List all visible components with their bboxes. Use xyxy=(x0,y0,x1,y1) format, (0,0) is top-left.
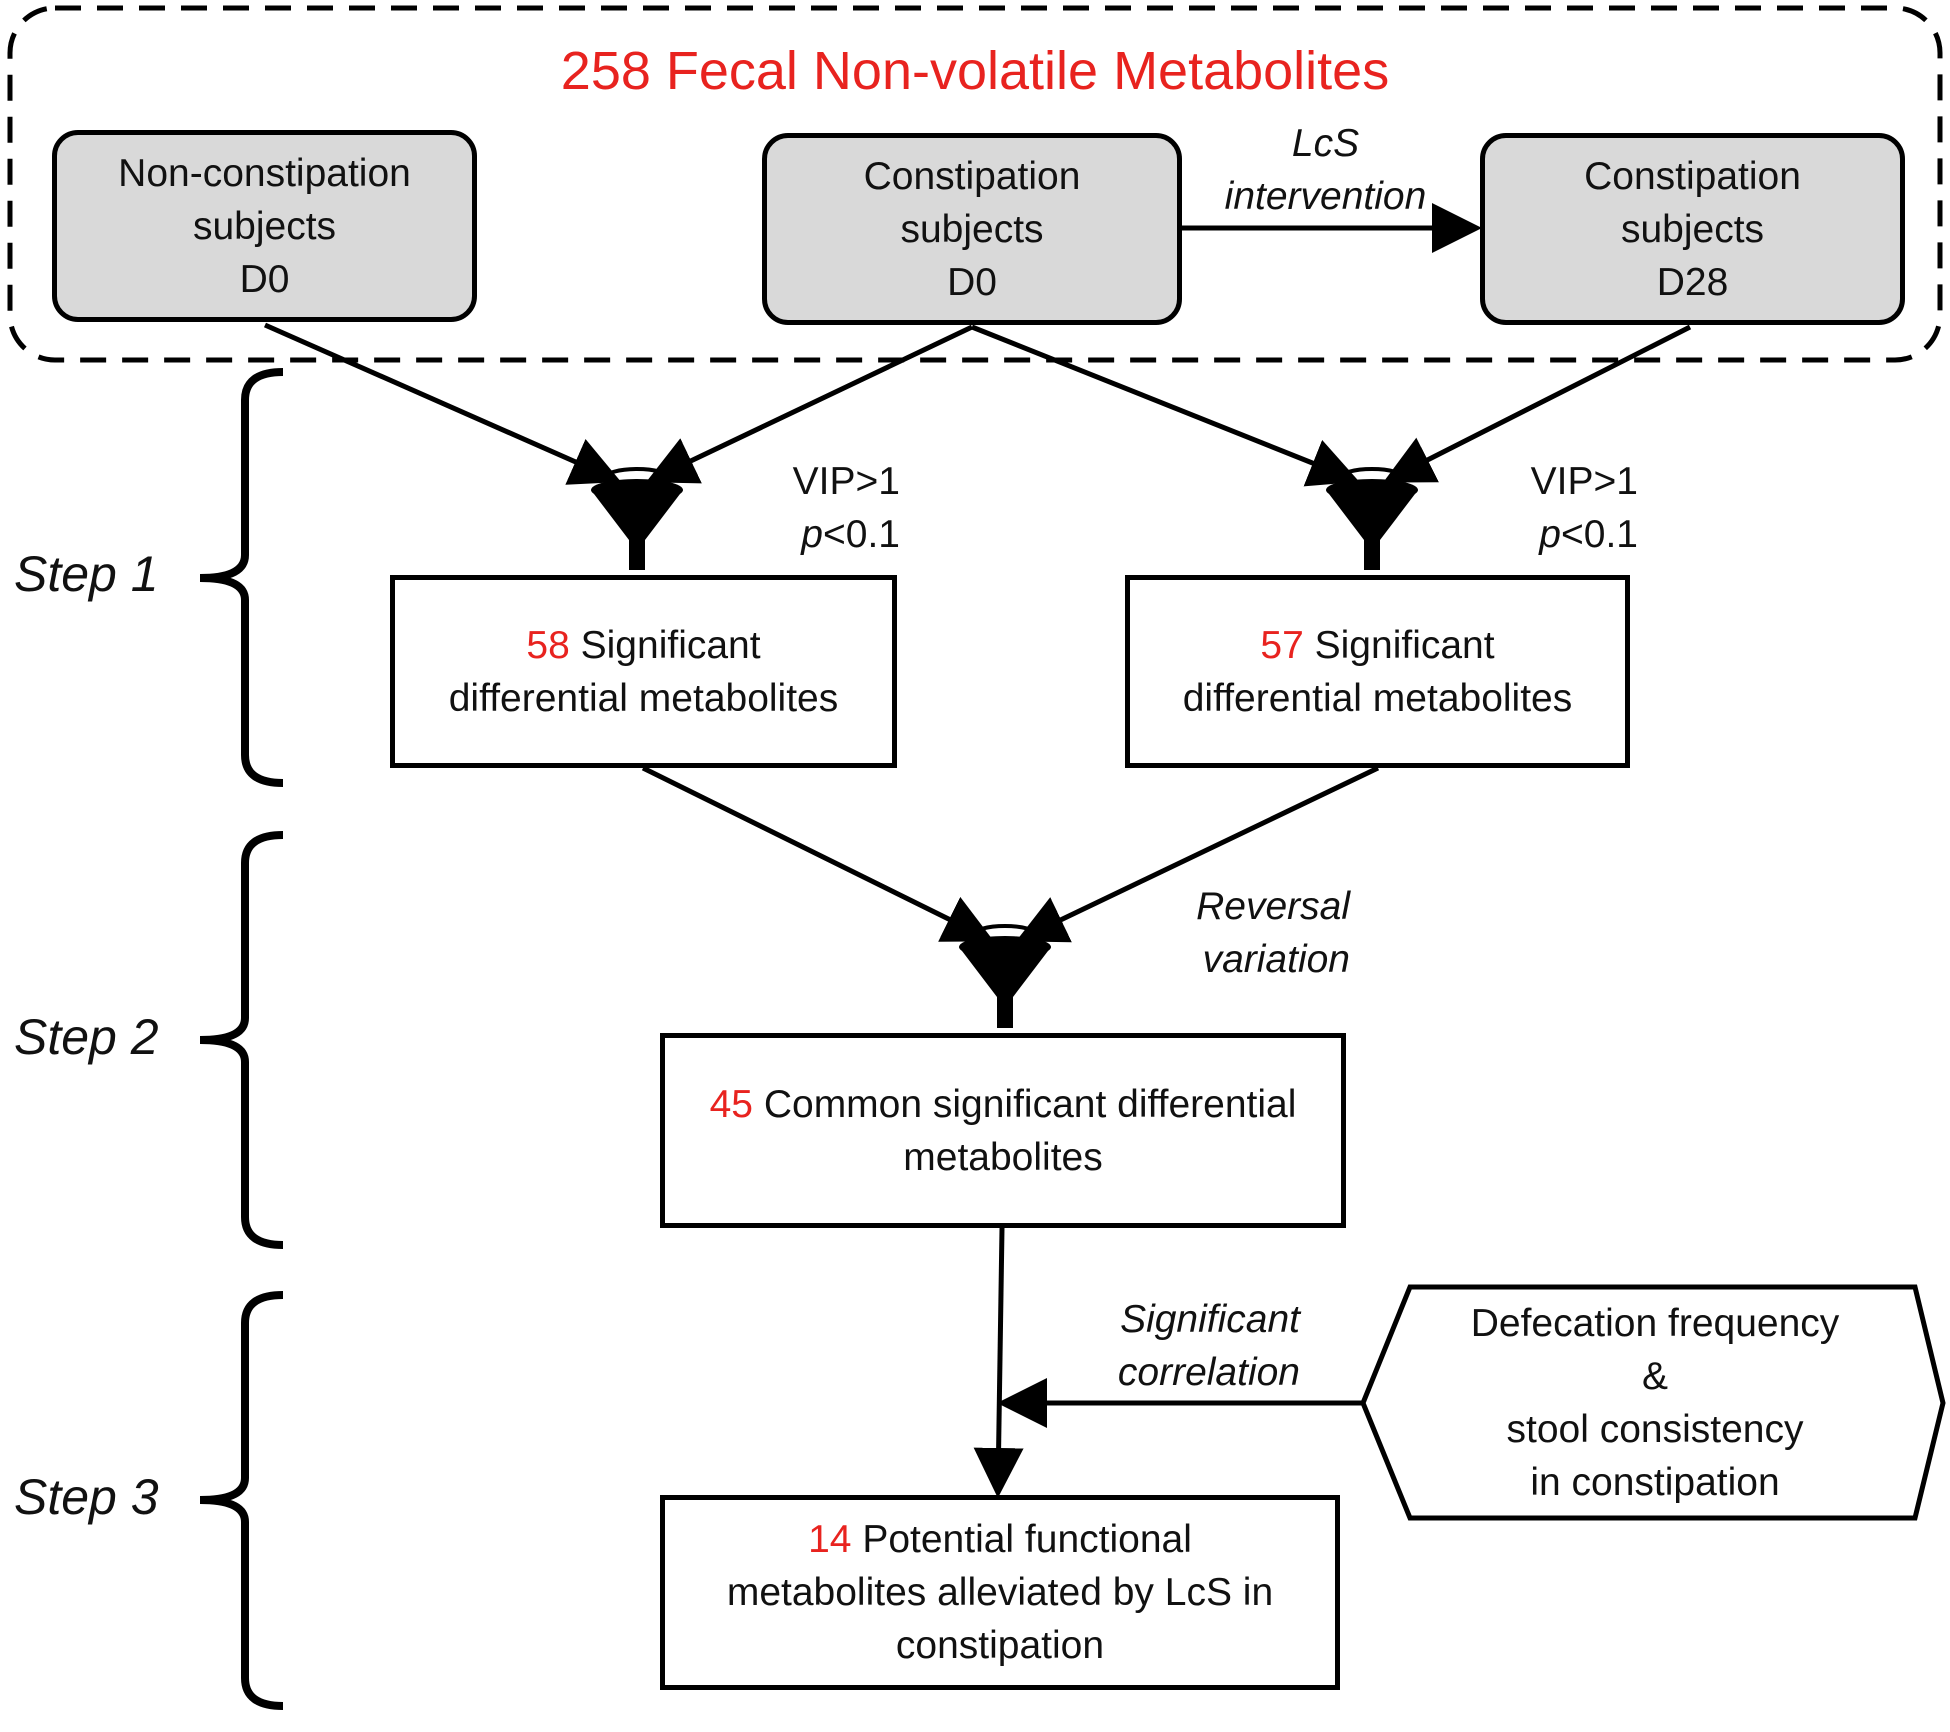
constipation-d0-box: Constipation subjects D0 xyxy=(762,133,1182,325)
result-line: metabolites xyxy=(903,1135,1103,1179)
reversal-label: Reversal variation xyxy=(1150,880,1350,986)
group-label-line: subjects xyxy=(1620,207,1765,251)
filter-funnel-icon-2 xyxy=(1326,467,1418,570)
result-text: Potential functional xyxy=(851,1518,1192,1561)
arrow-left-to-funnel3 xyxy=(641,765,994,942)
result-line: differential metabolites xyxy=(448,676,839,720)
result-line: 58 Significant xyxy=(526,619,760,672)
result-text: Significant xyxy=(569,623,761,667)
step2-result-box: 45 Common significant differential metab… xyxy=(660,1033,1346,1228)
arrow-right-to-funnel3 xyxy=(1015,765,1380,943)
result-line: differential metabolites xyxy=(1182,676,1573,720)
step1-right-result-box: 57 Significant differential metabolites xyxy=(1125,575,1630,768)
intervention-label: LcS intervention xyxy=(1178,117,1473,223)
filter-criteria-right: VIP>1 p<0.1 xyxy=(1508,455,1638,561)
arrow-con-d0-to-funnel2 xyxy=(971,324,1360,487)
arrow-step2-to-step3 xyxy=(973,1227,1024,1498)
clinical-line: Defecation frequency xyxy=(1470,1302,1840,1345)
group-label-line: D28 xyxy=(1656,260,1729,304)
clinical-line: & xyxy=(1641,1355,1668,1398)
criteria-vip: VIP>1 xyxy=(792,460,900,503)
step3-brace xyxy=(199,1291,284,1710)
result-count: 57 xyxy=(1260,623,1304,667)
arrow-con-d28-to-funnel2 xyxy=(1383,324,1692,483)
result-count: 58 xyxy=(526,623,570,667)
criteria-p: p<0.1 xyxy=(801,513,900,556)
result-count: 45 xyxy=(709,1082,753,1126)
clinical-parameters-label: Defecation frequency & stool consistency… xyxy=(1400,1297,1910,1509)
clinical-parameters-hexagon xyxy=(1360,1284,1946,1521)
arrow-noncon-to-funnel1 xyxy=(263,322,622,485)
criteria-p: p<0.1 xyxy=(1539,513,1638,556)
step3-label: Step 3 xyxy=(14,1469,159,1525)
reversal-line: variation xyxy=(1202,938,1350,981)
step2-brace xyxy=(199,831,284,1249)
intervention-line: intervention xyxy=(1224,175,1427,218)
result-text: Significant xyxy=(1303,623,1495,667)
step3-result-box: 14 Potential functional metabolites alle… xyxy=(660,1495,1340,1690)
step1-brace xyxy=(199,368,284,787)
group-label-line: Non-constipation xyxy=(118,151,411,195)
group-label-line: subjects xyxy=(192,204,337,248)
correlation-line: correlation xyxy=(1117,1351,1300,1394)
filter-funnel-icon-1 xyxy=(591,467,683,570)
clinical-line: stool consistency xyxy=(1506,1408,1804,1451)
filter-criteria-left: VIP>1 p<0.1 xyxy=(770,455,900,561)
result-text: Common significant differential xyxy=(753,1082,1297,1126)
filter-funnel-icon-3 xyxy=(959,924,1051,1028)
intervention-line: LcS xyxy=(1291,122,1360,165)
reversal-line: Reversal xyxy=(1196,885,1350,928)
step2-label: Step 2 xyxy=(14,1009,159,1065)
group-label-line: subjects xyxy=(900,207,1044,251)
result-line: 14 Potential functional xyxy=(808,1513,1192,1566)
result-line: 45 Common significant differential xyxy=(710,1078,1297,1131)
group-label-line: Constipation xyxy=(863,154,1081,198)
clinical-line: in constipation xyxy=(1530,1461,1780,1504)
group-label-line: D0 xyxy=(239,257,290,301)
result-line: metabolites alleviated by LcS in xyxy=(726,1571,1274,1614)
result-line: 57 Significant xyxy=(1260,619,1494,672)
result-count: 14 xyxy=(808,1518,852,1561)
diagram-title: 258 Fecal Non-volatile Metabolites xyxy=(560,41,1390,101)
result-line: constipation xyxy=(895,1624,1105,1667)
arrow-con-d0-to-funnel1 xyxy=(645,324,974,484)
correlation-label: Significant correlation xyxy=(1060,1293,1300,1399)
constipation-d28-box: Constipation subjects D28 xyxy=(1480,133,1905,325)
step1-left-result-box: 58 Significant differential metabolites xyxy=(390,575,897,768)
group-label-line: Constipation xyxy=(1584,154,1801,198)
metabolite-pool-region xyxy=(7,5,1943,363)
step1-label: Step 1 xyxy=(14,546,159,602)
non-constipation-d0-box: Non-constipation subjects D0 xyxy=(52,130,477,322)
criteria-vip: VIP>1 xyxy=(1530,460,1638,503)
correlation-line: Significant xyxy=(1120,1298,1300,1341)
group-label-line: D0 xyxy=(947,260,997,304)
